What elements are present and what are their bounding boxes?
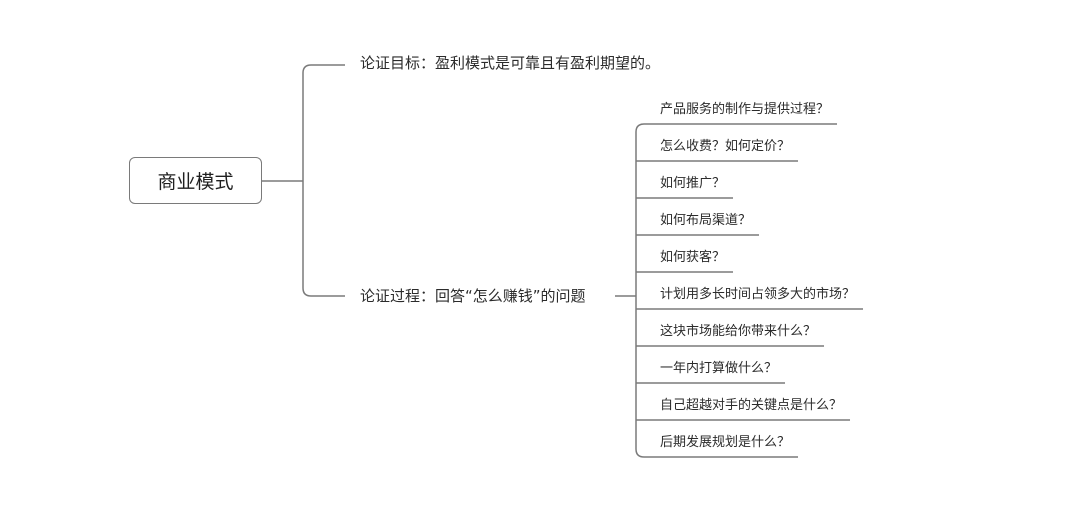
leaf-topic[interactable]: 如何获客？: [660, 250, 726, 265]
leaf-topic[interactable]: 如何推广？: [660, 176, 726, 191]
leaf-underline: [635, 123, 838, 133]
root-label: 商业模式: [157, 171, 234, 193]
connector-goal: [302, 64, 345, 181]
leaf-topic[interactable]: 这块市场能给你带来什么？: [660, 324, 817, 339]
root-node[interactable]: 商业模式: [129, 157, 262, 204]
leaf-topic[interactable]: 如何布局渠道？: [660, 213, 752, 228]
leaf-topic[interactable]: 自己超越对手的关键点是什么？: [660, 398, 843, 413]
leaf-topic[interactable]: 产品服务的制作与提供过程？: [660, 102, 830, 117]
leaf-underline: [635, 448, 799, 458]
topic-goal[interactable]: 论证目标：盈利模式是可靠且有盈利期望的。: [360, 54, 661, 72]
connector-process: [302, 181, 345, 297]
leaf-topic[interactable]: 计划用多长时间占领多大的市场？: [660, 287, 856, 302]
leaf-topic[interactable]: 一年内打算做什么？: [660, 361, 778, 376]
topic-process[interactable]: 论证过程：回答“怎么赚钱”的问题: [360, 287, 586, 305]
leaf-topic[interactable]: 怎么收费？如何定价？: [660, 139, 791, 154]
leaf-topic[interactable]: 后期发展规划是什么？: [660, 435, 791, 450]
